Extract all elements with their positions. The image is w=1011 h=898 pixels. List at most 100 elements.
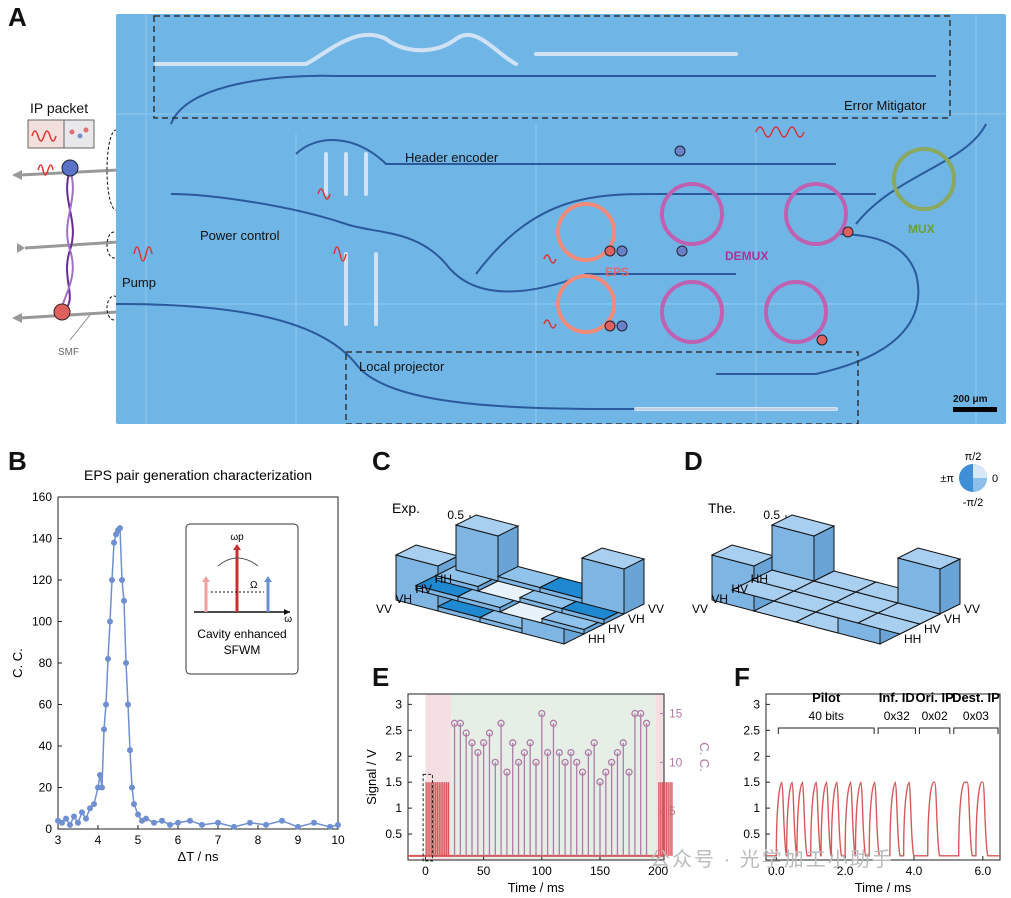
signal-pulse [434,782,437,856]
entangled-pair-icon [53,159,79,321]
y-tick-label: 80 [39,656,53,670]
y-tick-label: 60 [39,698,53,712]
y-tick-label: 100 [32,615,52,629]
y-tick-label: 120 [32,573,52,587]
phase-colorwheel: π/2 ±π 0 -π/2 [940,451,998,509]
ip-packet-label: IP packet [30,100,89,116]
data-point [109,577,115,583]
row-label: HH [588,632,605,646]
panel-c-chart: Exp. 0.50HHHVVHVVHHHVVHVV [376,500,664,646]
cc-marker [503,768,511,776]
signal-pulse [658,782,660,856]
cc-marker [590,739,598,747]
x-tick-label: 8 [255,833,262,847]
data-point [79,809,85,816]
phase-right: 0 [992,473,998,485]
signal-pulse [669,782,671,856]
x-axis-label: Time / ms [855,880,912,895]
y-tick-label: 3 [395,697,402,711]
detector-dots [604,145,854,346]
bar-top-face [394,544,460,567]
col-label: VV [376,602,392,616]
data-point [151,819,157,826]
signal-pulse [444,782,446,856]
y-axis-label: C. C. [10,648,25,678]
data-point [143,815,149,822]
data-point [75,819,81,826]
x-tick-label: 0 [422,864,429,878]
data-point [187,817,193,824]
signal-pulse [442,782,444,856]
x-tick-label: 50 [477,864,491,878]
demux-label: DEMUX [725,249,769,263]
cc-marker [602,768,610,776]
signal-pulse [663,782,666,856]
cc-marker [625,768,633,776]
cc-marker [485,729,494,737]
chart-f-frame [765,693,1001,861]
data-point [121,597,127,604]
x-tick-label: 7 [215,833,222,847]
y-tick-label: 2.5 [743,723,760,737]
cc-marker [555,748,563,757]
segment-title: Inf. ID [879,690,915,705]
x-tick-label: 6 [175,833,182,847]
signal-pulse [427,782,429,856]
bar-top-face [580,547,646,570]
y-tick-label: 2.5 [385,723,402,737]
col-label: HH [435,572,452,586]
cc-marker [509,739,517,747]
col-label: VV [692,602,708,616]
inset-omega-label: Ω [250,580,258,591]
y-tick-label: 3 [753,697,760,711]
data-point [215,819,221,826]
data-point [311,819,317,826]
signal-pulse [447,782,450,856]
inset-w-label: ω [284,614,292,625]
data-point [103,701,109,708]
segment-subtitle: 0x32 [884,709,910,723]
row-label: HH [904,632,921,646]
segment-bracket [877,727,916,734]
photonic-chip-image [116,14,1006,424]
cc-marker [578,768,587,776]
data-point [335,821,341,828]
signal-pulse [440,782,442,856]
z-tick-label: 0.5 [763,508,780,522]
panel-d-chart: The. 0.50HHHVVHVVHHHVVHVV π/2 ±π 0 -π/2 [692,451,998,646]
cc-marker [642,719,651,727]
smf-pointer [69,314,91,341]
pulse-wave-icons [133,126,805,329]
chart-d-label: The. [708,500,736,516]
data-point [125,701,131,708]
signal-trace [766,781,1000,857]
cc-marker [596,778,604,786]
arrow-in-icon [17,243,25,253]
x-tick-label: 100 [532,864,552,878]
inset-caption-1: Cavity enhanced [197,627,286,641]
cc-marker [567,748,575,757]
cc-marker [456,719,465,727]
col-label: HV [415,582,432,596]
x-axis-label: ΔT / ns [178,849,219,864]
data-point [123,660,129,666]
data-point [199,821,205,828]
chart-f-series [766,781,1000,857]
x-tick-label: 3 [55,833,62,847]
cc-marker [549,719,558,727]
col-label: VH [711,592,728,606]
data-point [279,817,285,824]
data-point [129,784,135,791]
chart-b-title: EPS pair generation characterization [84,467,312,483]
segment-title: Pilot [812,690,841,705]
zoom-box [422,773,433,862]
cc-marker [514,758,523,767]
x-tick-label: 10 [331,833,345,847]
x-tick-label: 5 [135,833,142,847]
cc-marker [474,748,482,757]
data-point [119,577,125,583]
